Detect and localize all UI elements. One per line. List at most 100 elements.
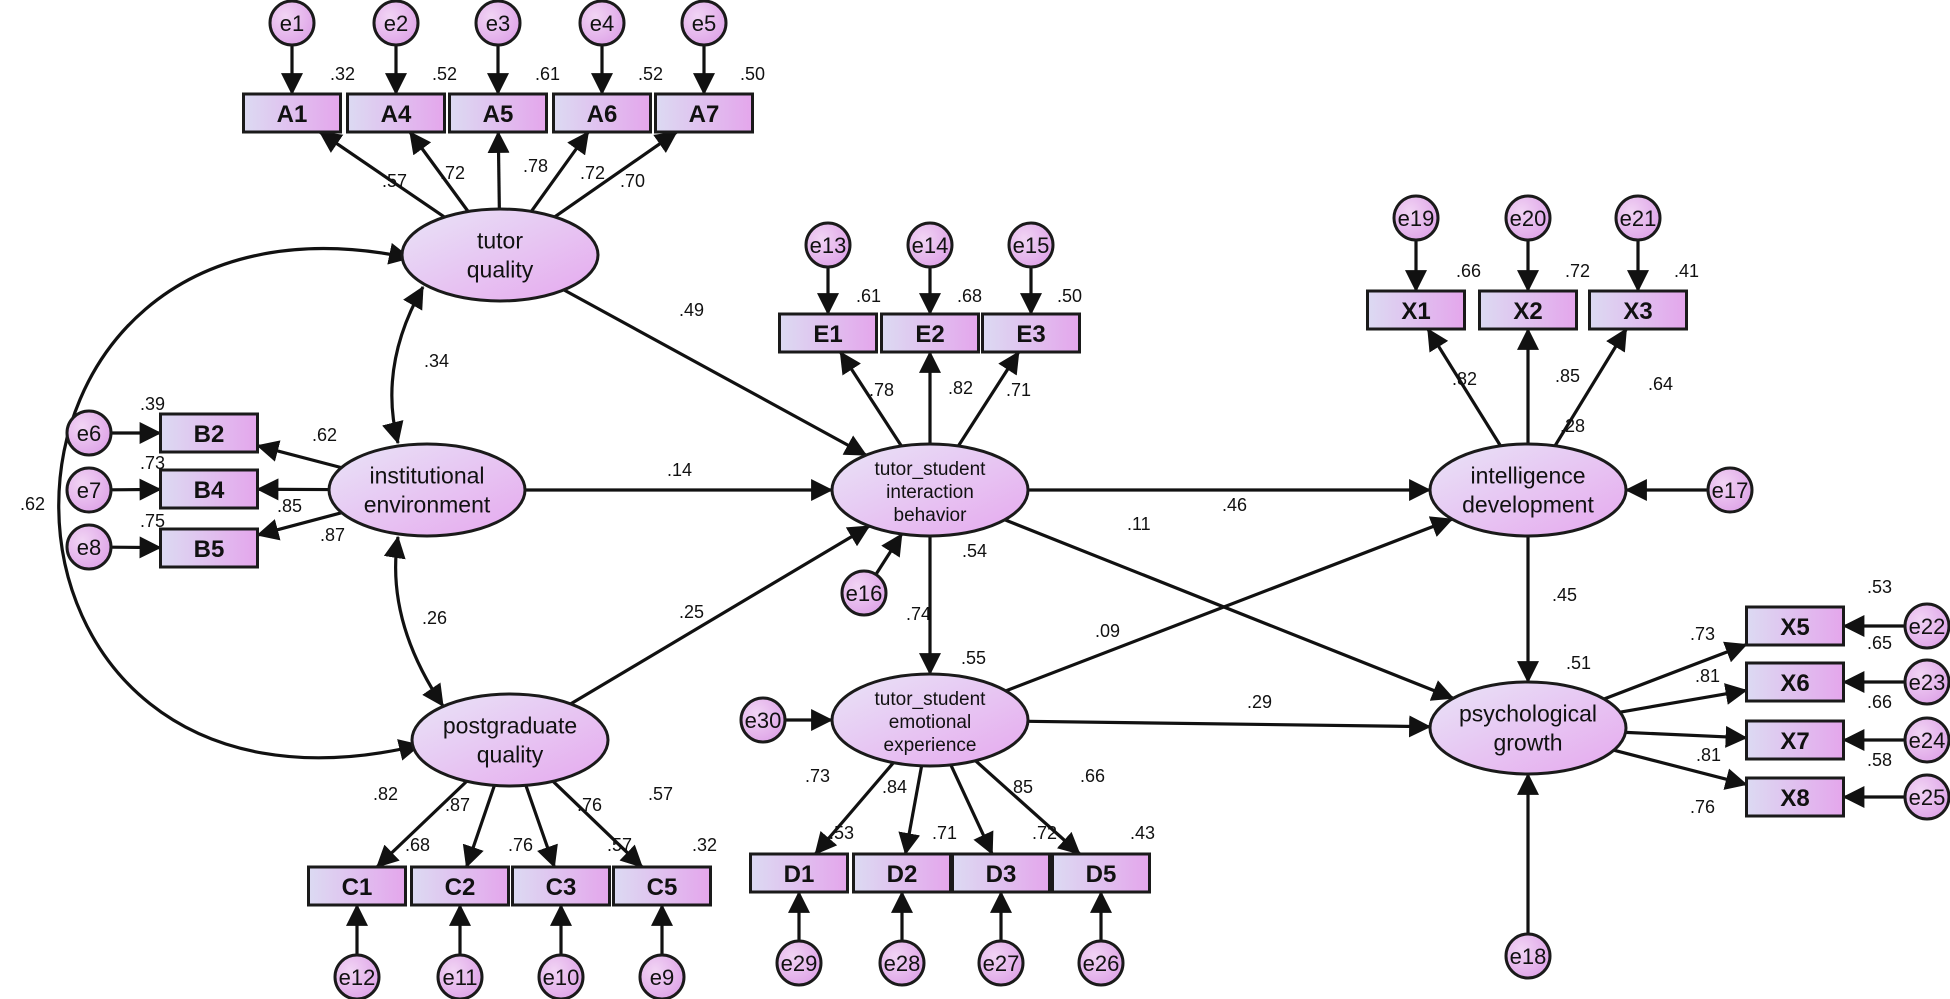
error-arrow-e16 — [874, 533, 904, 576]
indicator-a7: A7 — [654, 92, 754, 134]
indicator-box — [880, 312, 980, 354]
error-term-e22: e22 — [1903, 602, 1950, 650]
path-arrow-emo-intel — [1005, 516, 1454, 693]
coefficient-load-B2: .62 — [312, 425, 337, 445]
coefficient-r2-A6: .52 — [638, 64, 663, 84]
error-label: e25 — [1909, 785, 1946, 810]
indicator-label: B5 — [194, 536, 225, 563]
coefficient-load-A7: .70 — [620, 171, 645, 191]
indicator-label: C3 — [546, 874, 577, 901]
coefficient-r2-X5: .53 — [1867, 577, 1892, 597]
indicator-x5: X5 — [1745, 605, 1845, 647]
indicator-d5: D5 — [1051, 852, 1151, 894]
coefficient-r2-X8: .58 — [1867, 750, 1892, 770]
indicator-label: E3 — [1016, 321, 1045, 348]
indicator-box — [307, 865, 407, 907]
error-label: e12 — [339, 965, 376, 990]
coefficient-r2-A1: .32 — [330, 64, 355, 84]
coefficient-load-D2: .84 — [882, 777, 907, 797]
error-label: e22 — [1909, 614, 1946, 639]
coefficient-r2-A4: .52 — [432, 64, 457, 84]
latent-ellipse — [830, 672, 1030, 768]
error-term-e19: e19 — [1392, 194, 1440, 242]
indicator-c2: C2 — [410, 865, 510, 907]
error-label: e2 — [384, 11, 408, 36]
indicator-e2: E2 — [880, 312, 980, 354]
coefficient-cov-TQ-PQ: .62 — [20, 494, 45, 514]
error-circle — [1504, 194, 1552, 242]
error-label: e10 — [543, 965, 580, 990]
path-arrows — [57, 45, 1905, 955]
coefficient-r2-A5: .61 — [535, 64, 560, 84]
coefficient-load-C1: .82 — [373, 784, 398, 804]
error-term-e12: e12 — [333, 953, 381, 999]
latent-label-line: growth — [1493, 730, 1562, 756]
indicator-label: B2 — [194, 421, 225, 448]
error-circle — [638, 953, 686, 999]
indicator-label: C2 — [445, 874, 476, 901]
error-label: e14 — [912, 233, 949, 258]
coefficient-load-X3: .64 — [1648, 374, 1673, 394]
indicator-label: A4 — [381, 101, 412, 128]
error-label: e6 — [77, 421, 101, 446]
indicator-box — [981, 312, 1081, 354]
error-term-e16: e16 — [840, 569, 888, 617]
coefficient-r2-C3: .57 — [607, 835, 632, 855]
latent-label-line: emotional — [889, 712, 971, 733]
error-circle — [1903, 716, 1950, 764]
coefficient-r2-E2: .68 — [957, 286, 982, 306]
coefficient-r2-X1: .66 — [1456, 261, 1481, 281]
indicator-a6: A6 — [552, 92, 652, 134]
indicator-box — [1366, 289, 1466, 331]
error-label: e15 — [1013, 233, 1050, 258]
indicator-box — [159, 412, 259, 454]
loading-arrow-D3 — [949, 764, 994, 855]
latent-ellipse — [327, 442, 527, 538]
indicator-label: X7 — [1780, 728, 1809, 755]
error-term-e10: e10 — [537, 953, 585, 999]
indicator-label: D3 — [986, 861, 1017, 888]
error-label: e8 — [77, 535, 101, 560]
indicator-box — [951, 852, 1051, 894]
indicator-e3: E3 — [981, 312, 1081, 354]
coefficient-load-X8: .76 — [1690, 797, 1715, 817]
latent-label-line: quality — [467, 257, 534, 283]
loading-arrow-D5 — [974, 759, 1081, 856]
error-term-e5: e5 — [680, 0, 728, 47]
error-circle — [1903, 658, 1950, 706]
coefficient-path-EMO-INTEL: .09 — [1095, 621, 1120, 641]
coefficient-labels: .32.52.61.52.50.57.72.78.72.70.39.73.75.… — [20, 64, 1892, 855]
coefficient-r2-B4: .73 — [140, 453, 165, 473]
error-circle — [578, 0, 626, 47]
indicator-box — [159, 527, 259, 569]
indicator-label: X8 — [1780, 785, 1809, 812]
error-circle — [65, 466, 113, 514]
loading-arrow-D1 — [814, 761, 895, 856]
covariance-tq-ie — [382, 286, 425, 445]
indicator-label: E1 — [813, 321, 842, 348]
error-circle — [739, 696, 787, 744]
indicator-c5: C5 — [612, 865, 712, 907]
indicator-label: E2 — [915, 321, 944, 348]
error-term-e1: e1 — [268, 0, 316, 47]
error-term-e4: e4 — [578, 0, 626, 47]
error-label: e3 — [486, 11, 510, 36]
error-circle — [977, 939, 1025, 987]
indicator-label: A7 — [689, 101, 720, 128]
error-term-e7: e7 — [65, 466, 113, 514]
error-circle — [372, 0, 420, 47]
error-label: e29 — [781, 951, 818, 976]
error-circle — [1077, 939, 1125, 987]
indicator-box — [410, 865, 510, 907]
indicator-label: D2 — [887, 861, 918, 888]
error-term-e8: e8 — [65, 523, 113, 571]
error-term-e13: e13 — [804, 221, 852, 269]
indicator-label: A1 — [277, 101, 308, 128]
error-term-e15: e15 — [1007, 221, 1055, 269]
coefficient-cov-IE-PQ: .26 — [422, 608, 447, 628]
indicator-box — [1745, 605, 1845, 647]
error-label: e16 — [846, 581, 883, 606]
loading-arrow-E3 — [956, 351, 1021, 447]
path-arrow-emo-psy — [1027, 715, 1432, 738]
